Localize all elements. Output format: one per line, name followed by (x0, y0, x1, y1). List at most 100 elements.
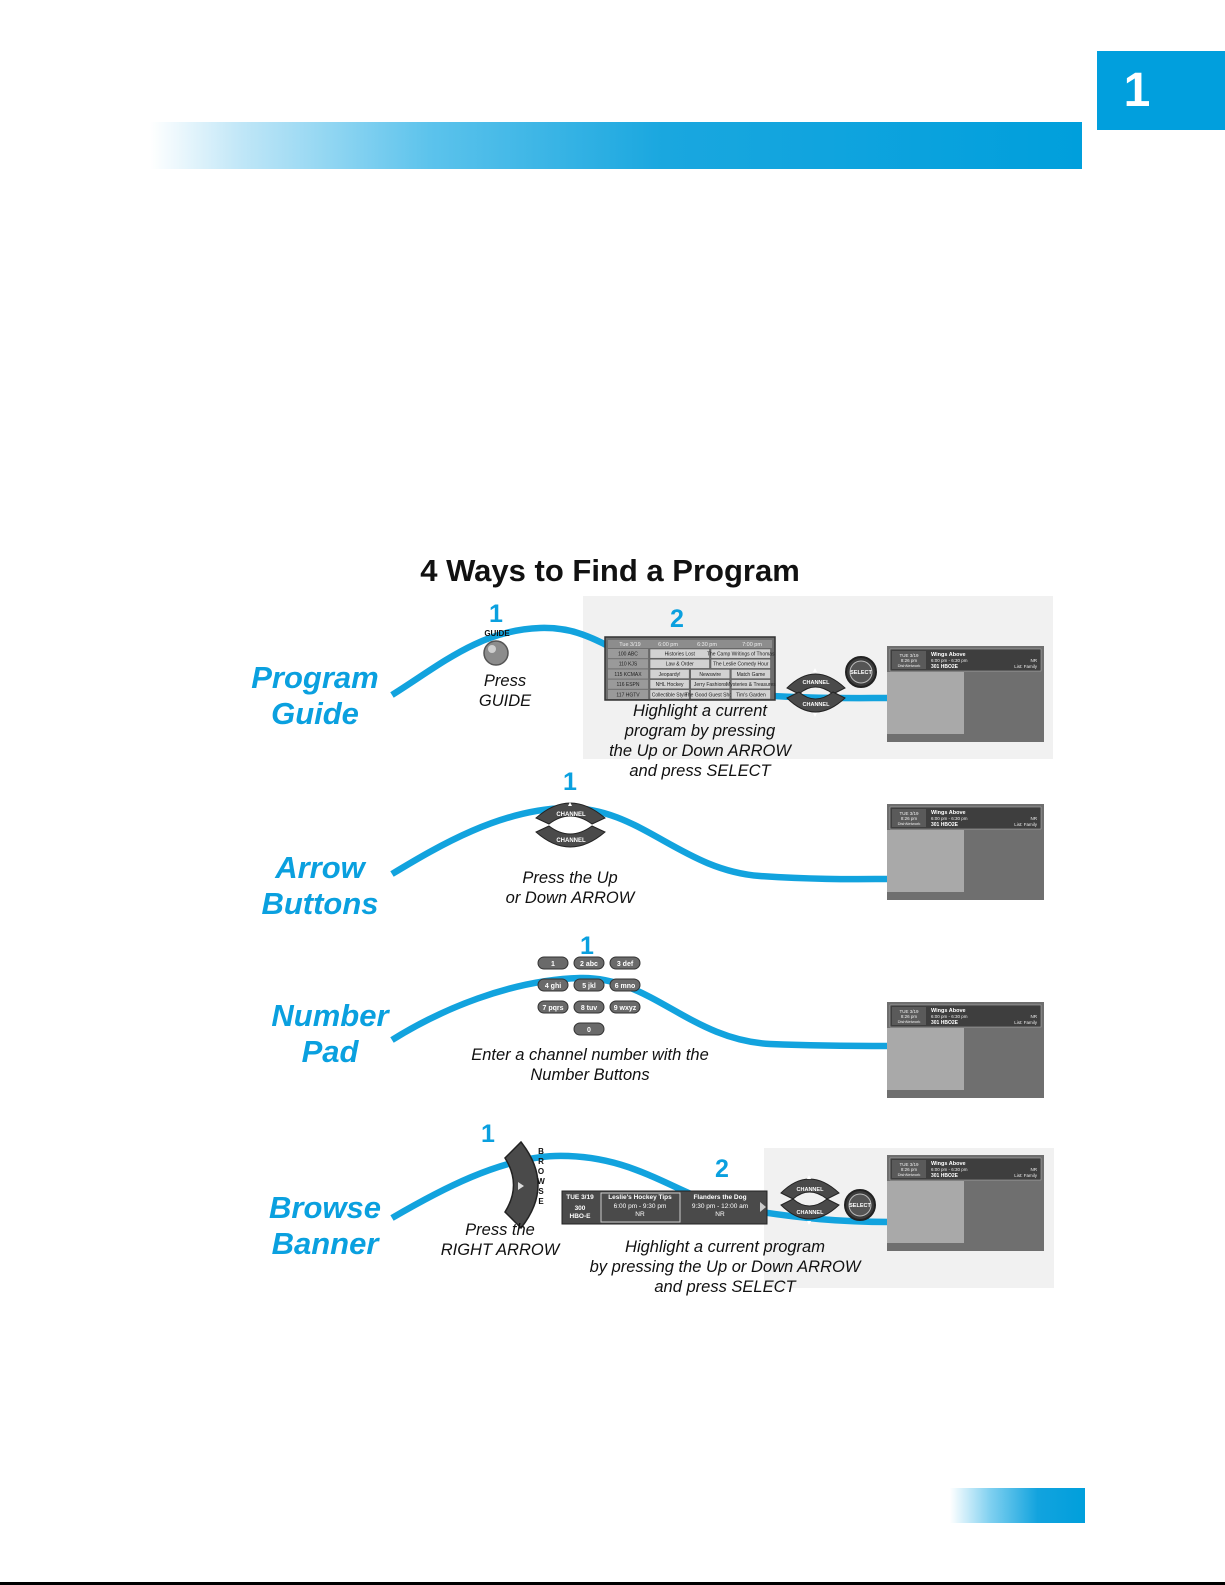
tv-banner-channel: 301 HBO2E (931, 1020, 959, 1026)
tv-banner-network: DishNetwork (898, 821, 921, 826)
tv-banner-time: 8:26 pm (901, 816, 918, 821)
way-arrow-buttons-label: Arrow Buttons (245, 850, 395, 922)
caption-line: Highlight a current (633, 702, 767, 720)
curve-number-pad (390, 974, 891, 1050)
way-label-line1: Program (251, 660, 379, 695)
number-key-7: 7 pqrs (537, 1000, 569, 1014)
guide-channel-cell (608, 679, 648, 689)
channel-label: CHANNEL (803, 680, 831, 686)
guide-program-cell (710, 658, 771, 669)
tv-banner-timeslot: 6:00 pm - 6:30 pm (931, 658, 968, 663)
channel-label: CHANNEL (803, 702, 831, 708)
way-number-pad-label: Number Pad (255, 998, 405, 1070)
channel-label: CHANNEL (797, 1210, 825, 1216)
guide-row: 100 ABC Histories Lost The Camp Writings o… (608, 648, 775, 659)
way-label-line1: Arrow (275, 850, 365, 885)
browse-banner-text: HBO-E (570, 1213, 592, 1220)
number-key-5: 5 jkl (573, 978, 605, 992)
browse-banner-text: 300 (575, 1205, 586, 1212)
guide-program-title: Histories Lost (665, 652, 696, 658)
tv-banner-timeslot: 6:00 pm - 6:30 pm (931, 1167, 968, 1172)
guide-channel-cell (608, 659, 648, 669)
curve-browse-banner (390, 1152, 891, 1226)
tv-banner-time: 8:26 pm (901, 1014, 918, 1019)
browse-letter: S (538, 1187, 544, 1196)
guide-program-title: Newswire (699, 672, 721, 678)
select-label: SELECT (849, 1203, 871, 1209)
select-label: SELECT (850, 670, 872, 676)
guide-program-cell (649, 679, 690, 690)
browse-banner-text: 6:00 pm - 9:30 pm (614, 1203, 667, 1210)
guide-program-title: The Camp Writings of Thomas (707, 652, 775, 658)
tv-banner-channel: 301 HBO2E (931, 664, 959, 670)
number-key-label: 8 tuv (581, 1005, 597, 1012)
guide-channel-label: 110 KJS (619, 662, 638, 668)
guide-header-cell: 6:00 pm (658, 642, 678, 648)
caption-line: by pressing the Up or Down ARROW (589, 1258, 861, 1276)
guide-program-cell (731, 689, 771, 700)
way-label-line2: Guide (271, 696, 359, 731)
number-key-6: 6 mno (609, 978, 641, 992)
tv-banner-rating: NR (1031, 658, 1038, 663)
guide-program-cell (649, 689, 690, 700)
footer-gradient-bar (950, 1488, 1085, 1523)
chapter-number: 1 (1123, 64, 1151, 117)
number-key-label: 1 (551, 961, 555, 968)
tv-banner-channel: 301 HBO2E (931, 1173, 959, 1179)
tv-banner-category: List: Family (1014, 664, 1038, 669)
curve-arrow-buttons (390, 804, 891, 883)
channel-arrows-browse: CHANNEL CHANNEL SELECT (780, 1175, 876, 1225)
guide-program-cell (649, 658, 710, 669)
channel-arrows-guide: CHANNEL CHANNEL SELECT (786, 656, 877, 717)
tv-banner-category: List: Family (1014, 1020, 1038, 1025)
caption-press-guide: Press GUIDE (440, 671, 570, 711)
way-label-line1: Browse (269, 1190, 381, 1225)
step-number: 2 (715, 1155, 729, 1183)
number-key-2: 2 abc (573, 956, 605, 970)
number-key-8: 8 tuv (573, 1000, 605, 1014)
guide-program-title: Law & Order (666, 662, 694, 668)
guide-program-title: NHL Hockey (656, 682, 684, 688)
guide-header-cell: 6:30 pm (697, 642, 717, 648)
channel-arrows-buttons: CHANNEL CHANNEL (535, 802, 606, 856)
caption-highlight-guide: Highlight a current program by pressing … (585, 701, 815, 781)
number-key-0: 0 (573, 1022, 605, 1036)
step-number: 2 (670, 605, 684, 633)
guide-program-cell (690, 679, 731, 690)
guide-program-title: Match Game (737, 672, 766, 678)
tv-banner-time: 8:26 pm (901, 1167, 918, 1172)
way-label-line2: Banner (271, 1226, 379, 1261)
number-key-1: 1 (537, 956, 569, 970)
tv-banner-program: Wings Above (931, 1161, 966, 1167)
guide-button-label: GUIDE (484, 629, 510, 638)
guide-channel-label: 117 HGTV (616, 692, 640, 698)
tv-banner-channel: 301 HBO2E (931, 822, 959, 828)
guide-channel-cell (608, 649, 648, 659)
guide-program-cell (710, 648, 771, 659)
guide-program-title: Jeopardy! (659, 672, 681, 678)
browse-banner-text: Leslie's Hockey Tips (608, 1194, 672, 1201)
guide-program-cell (690, 669, 731, 679)
guide-program-cell (731, 679, 771, 690)
caption-line: program by pressing (624, 722, 776, 740)
caption-line: Press the Up (522, 869, 618, 887)
tv-banner-category: List: Family (1014, 822, 1038, 827)
caption-line: RIGHT ARROW (440, 1241, 560, 1259)
channel-label: CHANNEL (556, 812, 586, 818)
tv-banner-program: Wings Above (931, 1008, 966, 1014)
tv-banner-network: DishNetwork (898, 663, 921, 668)
caption-line: and press SELECT (629, 762, 771, 780)
step-number: 1 (481, 1120, 495, 1148)
tv-banner-rating: NR (1031, 1014, 1038, 1019)
guide-channel-label: 100 ABC (618, 652, 638, 658)
browse-letter: E (538, 1197, 544, 1206)
